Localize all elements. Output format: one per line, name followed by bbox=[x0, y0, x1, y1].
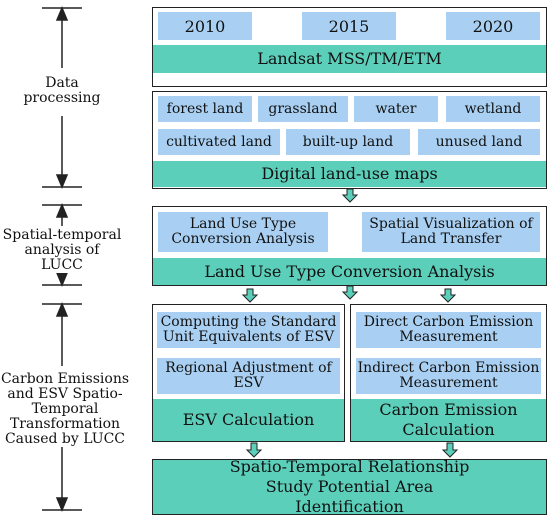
carbon-calculation-bar: Carbon Emission Calculation bbox=[351, 399, 546, 441]
year-box-2010: 2010 bbox=[158, 12, 252, 40]
year-box-2015: 2015 bbox=[302, 12, 396, 40]
stage2-label: Spatial-temporal analysis of LUCC bbox=[2, 227, 122, 273]
direct-carbon-box: Direct Carbon Emission Measurement bbox=[356, 312, 541, 348]
arrow-down-icon bbox=[245, 442, 263, 458]
conversion-analysis-box: Land Use Type Conversion Analysis bbox=[158, 212, 328, 252]
timeline-stage1 bbox=[42, 6, 82, 189]
class-wetland: wetland bbox=[446, 96, 540, 122]
arrow-down-icon bbox=[241, 288, 259, 303]
indirect-carbon-box: Indirect Carbon Emission Measurement bbox=[356, 358, 541, 394]
year-box-2020: 2020 bbox=[446, 12, 540, 40]
esv-calculation-bar: ESV Calculation bbox=[153, 399, 344, 441]
class-cultivated-land: cultivated land bbox=[158, 129, 280, 155]
class-grassland: grassland bbox=[258, 96, 348, 122]
relationship-study-bar: Spatio-Temporal Relationship Study Poten… bbox=[153, 457, 546, 516]
arrow-down-icon bbox=[441, 442, 459, 458]
conversion-analysis-bar: Land Use Type Conversion Analysis bbox=[153, 258, 546, 285]
timeline-stage3 bbox=[42, 302, 82, 512]
class-water: water bbox=[354, 96, 438, 122]
class-built-up-land: built-up land bbox=[286, 129, 410, 155]
land-use-maps-bar: Digital land-use maps bbox=[153, 161, 546, 187]
class-forest-land: forest land bbox=[158, 96, 252, 122]
esv-regional-adjustment-box: Regional Adjustment of ESV bbox=[157, 358, 340, 394]
arrow-down-icon bbox=[341, 285, 359, 300]
stage1-label: Data processing bbox=[18, 76, 106, 106]
arrow-down-icon bbox=[439, 288, 457, 303]
spatial-visualization-box: Spatial Visualization of Land Transfer bbox=[362, 212, 540, 252]
flow-arrows bbox=[241, 188, 459, 458]
arrow-down-icon bbox=[341, 188, 359, 203]
esv-standard-unit-box: Computing the Standard Unit Equivalents … bbox=[157, 312, 340, 348]
class-unused-land: unused land bbox=[418, 129, 540, 155]
landsat-bar: Landsat MSS/TM/ETM bbox=[153, 45, 546, 73]
stage3-label: Carbon Emissions and ESV Spatio-Temporal… bbox=[0, 371, 130, 447]
